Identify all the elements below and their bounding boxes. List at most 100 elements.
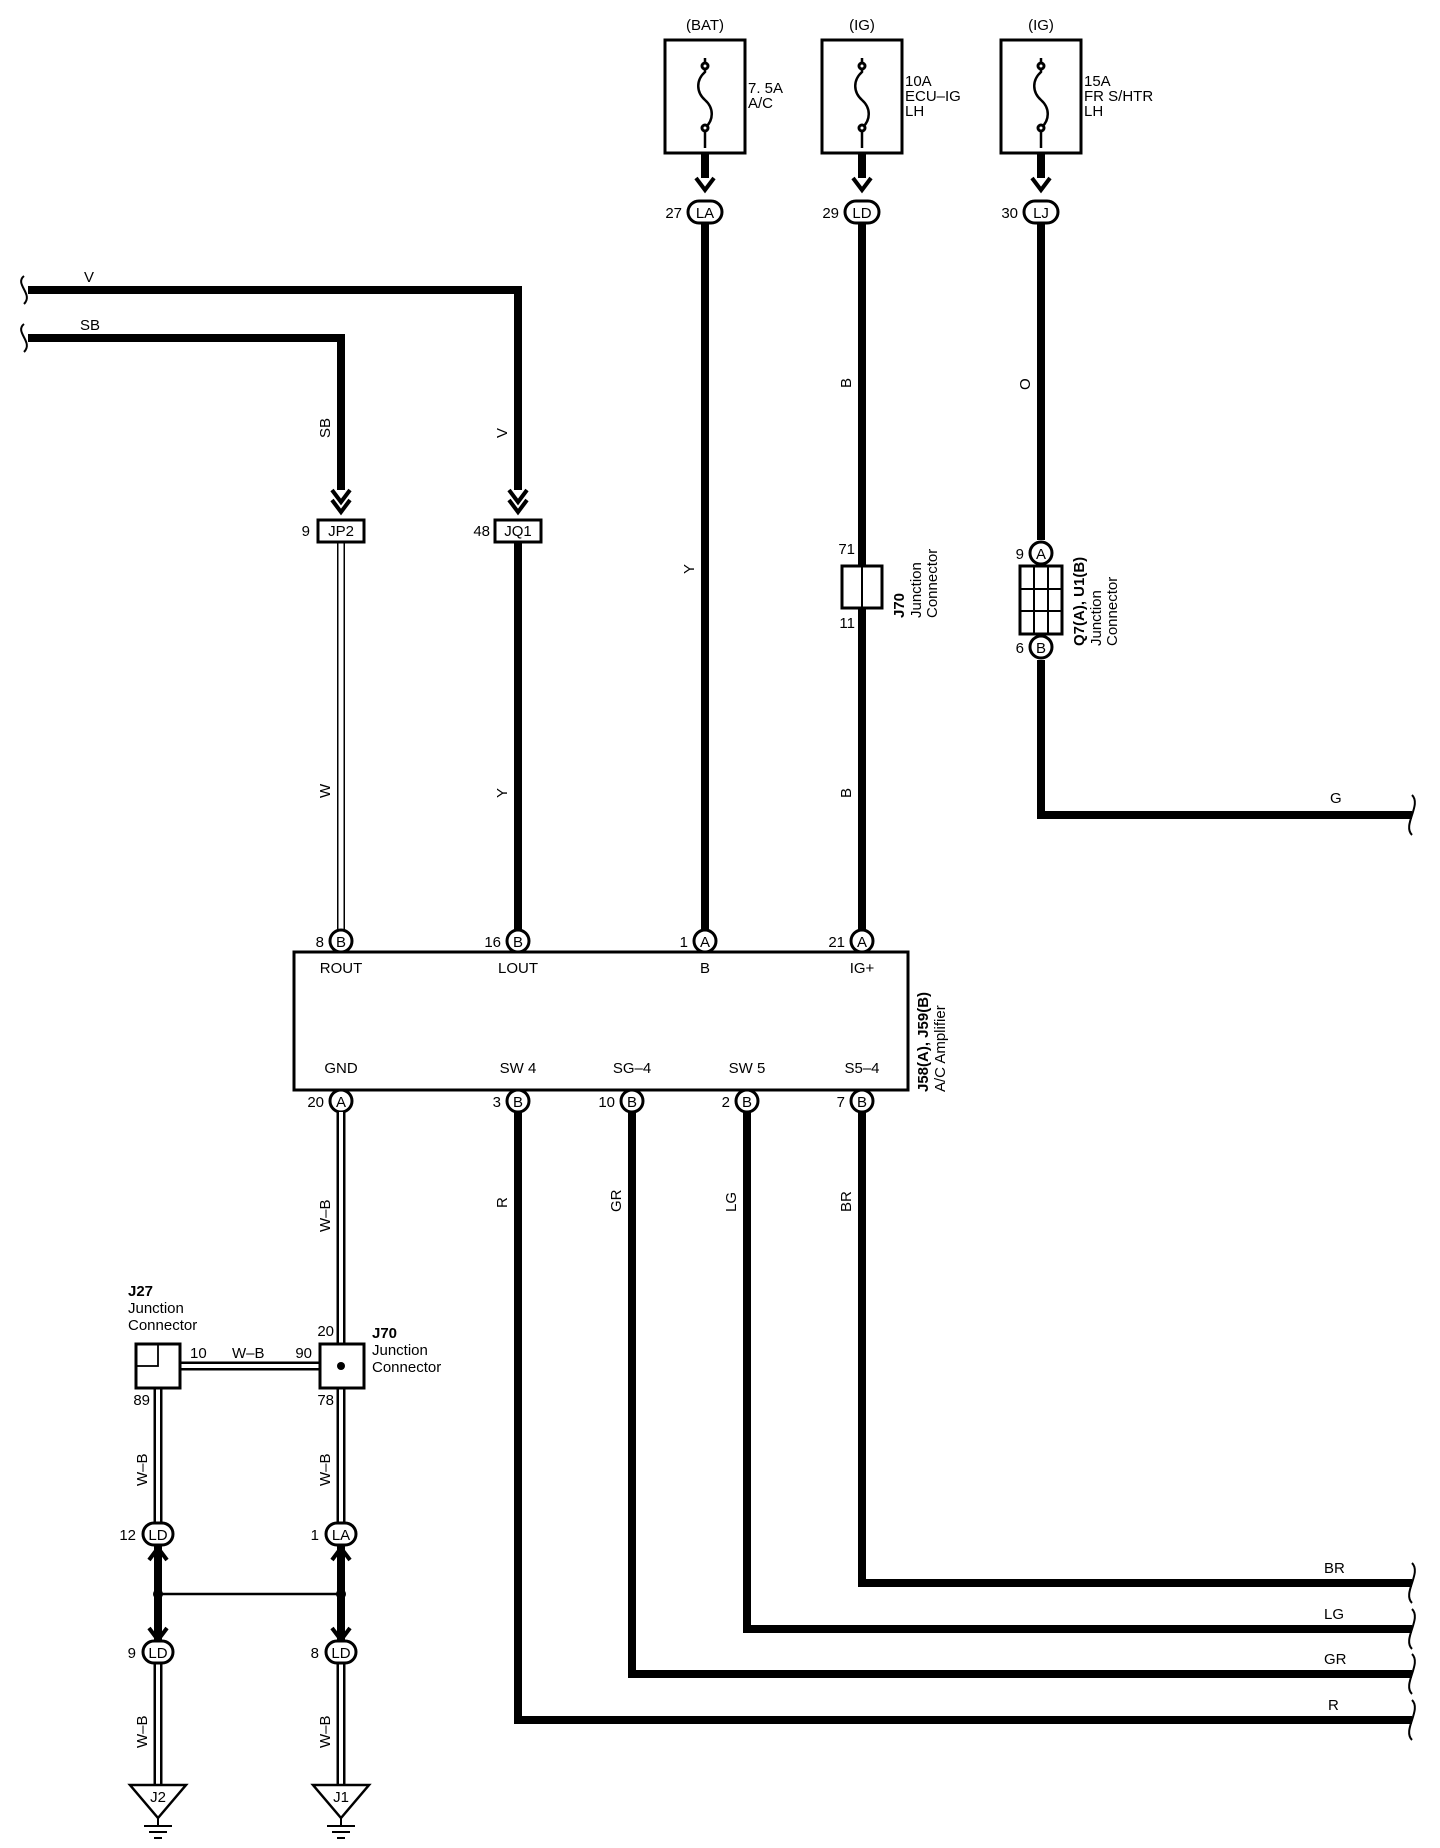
fuse-symbol-icon: [854, 58, 870, 148]
fuse-rating: 15A: [1084, 73, 1111, 90]
svg-text:8: 8: [311, 1645, 319, 1662]
wire-label: R: [1328, 1697, 1339, 1714]
svg-text:Junction: Junction: [908, 562, 925, 618]
wire-gr: [628, 1112, 1412, 1678]
svg-text:1: 1: [311, 1527, 319, 1544]
svg-text:12: 12: [119, 1527, 136, 1544]
ground-j2: J2: [127, 1783, 189, 1839]
fuse-symbol-icon: [1033, 58, 1049, 148]
svg-text:SG–4: SG–4: [613, 1060, 651, 1077]
svg-text:B: B: [1036, 640, 1046, 657]
wire-lg: [743, 1112, 1412, 1633]
ac-amplifier: J58(A), J59(B) A/C Amplifier B 8 ROUT B …: [292, 928, 949, 1114]
svg-text:Junction: Junction: [128, 1300, 184, 1317]
svg-text:S5–4: S5–4: [844, 1060, 879, 1077]
svg-text:B: B: [857, 1094, 867, 1111]
svg-text:SW 4: SW 4: [500, 1060, 537, 1077]
svg-text:B: B: [700, 960, 710, 977]
wire-break-icon: [1408, 1562, 1416, 1604]
svg-text:2: 2: [722, 1094, 730, 1111]
arrow-down-icon: [851, 176, 873, 194]
svg-text:A: A: [857, 934, 867, 951]
arrow-down-icon: [1030, 176, 1052, 194]
wire-label: W–B: [317, 1453, 334, 1486]
connector-la-27: LA 27: [665, 199, 724, 225]
svg-text:10: 10: [190, 1345, 207, 1362]
pin-lout: B 16 LOUT: [484, 928, 538, 977]
fuse-name: A/C: [748, 95, 773, 112]
ground-triangle-icon: [310, 1783, 372, 1820]
wire-label: Y: [494, 788, 511, 798]
svg-text:9: 9: [128, 1645, 136, 1662]
wire-break-icon: [1408, 794, 1416, 836]
svg-text:29: 29: [822, 205, 839, 222]
junction-j70-top: 71 11 J70 Junction Connector: [838, 541, 941, 632]
svg-text:A: A: [336, 1094, 346, 1111]
arrow-up-icon: [330, 1544, 352, 1562]
svg-text:GND: GND: [324, 1060, 358, 1077]
wire-label: SB: [317, 418, 334, 438]
svg-text:1: 1: [680, 934, 688, 951]
svg-text:B: B: [336, 934, 346, 951]
wire-label: V: [494, 428, 511, 438]
svg-text:7: 7: [837, 1094, 845, 1111]
svg-text:LJ: LJ: [1033, 205, 1049, 222]
wire-r: [514, 1112, 1412, 1724]
svg-text:ROUT: ROUT: [320, 960, 363, 977]
wire-label: GR: [1324, 1651, 1347, 1668]
pin-sg4: SG–4 B 10: [598, 1060, 651, 1114]
fuse-supply-label: (BAT): [686, 17, 724, 34]
svg-text:10: 10: [598, 1094, 615, 1111]
svg-text:LA: LA: [332, 1527, 350, 1544]
wire-label: Y: [681, 564, 698, 574]
svg-text:11: 11: [839, 615, 855, 632]
fuse-name: FR S/HTR: [1084, 88, 1153, 105]
svg-text:Q7(A), U1(B): Q7(A), U1(B): [1071, 557, 1088, 646]
junction-q7-u1: A 9 B 6 Q7(A), U1(B) Junction Connector: [1016, 540, 1121, 660]
svg-text:J1: J1: [333, 1789, 349, 1806]
wire-g: [1037, 660, 1412, 819]
connector-ld-12: LD 12: [119, 1521, 175, 1547]
fuse-7-5a-ac: (BAT) 7. 5A A/C: [663, 17, 783, 155]
svg-text:Connector: Connector: [924, 549, 941, 618]
connector-ld-9: LD 9: [128, 1639, 175, 1665]
fuse-15a-fr-s-htr-lh: (IG) 15A FR S/HTR LH: [999, 17, 1153, 155]
svg-text:16: 16: [484, 934, 501, 951]
fuse-rating: 7. 5A: [748, 80, 783, 97]
wire-v: [28, 286, 522, 490]
pin-ig-plus: A 21 IG+: [828, 928, 875, 977]
arrow-up-icon: [147, 1544, 169, 1562]
svg-text:B: B: [513, 1094, 523, 1111]
wire-break-icon: [1408, 1608, 1416, 1650]
svg-text:B: B: [627, 1094, 637, 1111]
wire-label: GR: [608, 1189, 625, 1212]
wire-label: LG: [1324, 1606, 1344, 1623]
svg-text:9: 9: [1016, 546, 1024, 563]
svg-text:J70: J70: [372, 1325, 397, 1342]
connector-ld-8: LD 8: [311, 1639, 358, 1665]
pin-rout: B 8 ROUT: [316, 928, 363, 977]
wire-break-icon: [20, 323, 28, 353]
fuse-name-2: LH: [905, 103, 924, 120]
svg-text:A: A: [1036, 546, 1046, 563]
svg-text:89: 89: [133, 1392, 150, 1409]
connector-la-1: LA 1: [311, 1521, 358, 1547]
connector-ld-29: LD 29: [822, 199, 881, 225]
wire-br: [858, 1112, 1412, 1587]
pin-b: A 1 B: [680, 928, 718, 977]
svg-text:21: 21: [828, 934, 845, 951]
wire-label: B: [838, 378, 855, 388]
wire-break-icon: [1408, 1653, 1416, 1695]
ground-triangle-icon: [127, 1783, 189, 1820]
svg-text:LD: LD: [852, 205, 871, 222]
wire-sb: [28, 334, 345, 490]
amplifier-name: J58(A), J59(B): [915, 992, 932, 1092]
svg-text:J2: J2: [150, 1789, 166, 1806]
amplifier-name-2: A/C Amplifier: [932, 1005, 949, 1092]
fuse-rating: 10A: [905, 73, 932, 90]
svg-text:20: 20: [317, 1323, 334, 1340]
pin-sw5: SW 5 B 2: [722, 1060, 765, 1114]
svg-text:J70: J70: [891, 593, 908, 618]
wire-label: G: [1330, 790, 1342, 807]
svg-text:IG+: IG+: [850, 960, 875, 977]
